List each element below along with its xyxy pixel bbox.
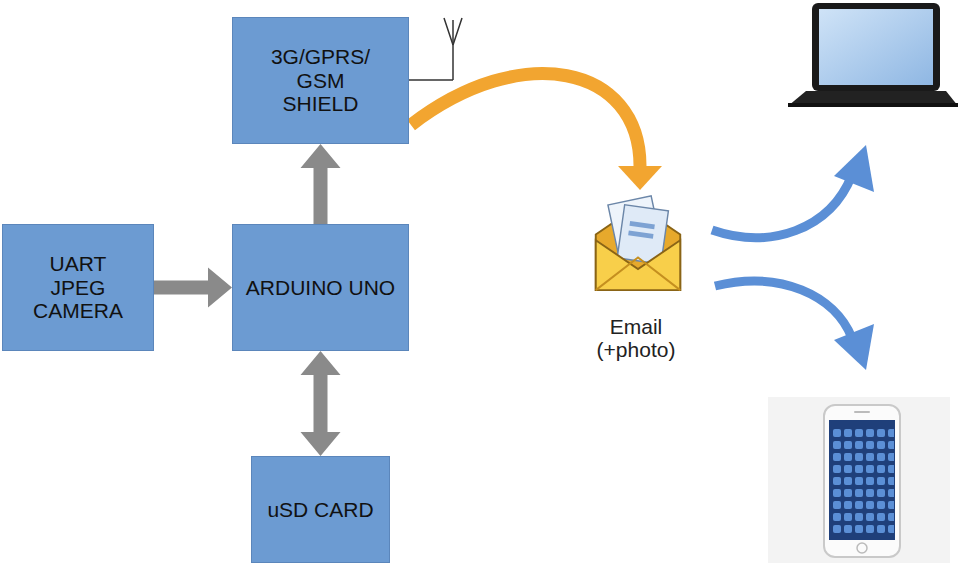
arrow-connector xyxy=(618,166,662,190)
email-node: Email (+photo) xyxy=(578,190,694,362)
phone-icon xyxy=(768,397,950,563)
node-label: Email (+photo) xyxy=(586,315,686,362)
node-label: uSD CARD xyxy=(267,498,373,522)
process-box: UART JPEG CAMERA xyxy=(2,224,154,351)
laptop-icon xyxy=(788,3,958,107)
antenna xyxy=(408,18,462,80)
arrow-connector xyxy=(154,268,232,308)
curved-connector xyxy=(411,74,640,166)
process-box: ARDUINO UNO xyxy=(232,224,409,351)
arrow-connector xyxy=(301,351,341,456)
process-box: uSD CARD xyxy=(251,456,390,563)
node-label: 3G/GPRS/ GSM SHIELD xyxy=(265,45,377,116)
envelope-icon xyxy=(590,194,686,296)
node-label: UART JPEG CAMERA xyxy=(22,252,134,323)
delivery-arrow xyxy=(712,145,874,370)
node-label: ARDUINO UNO xyxy=(246,276,395,300)
process-box: 3G/GPRS/ GSM SHIELD xyxy=(232,17,409,144)
arrow-connector xyxy=(301,144,341,224)
